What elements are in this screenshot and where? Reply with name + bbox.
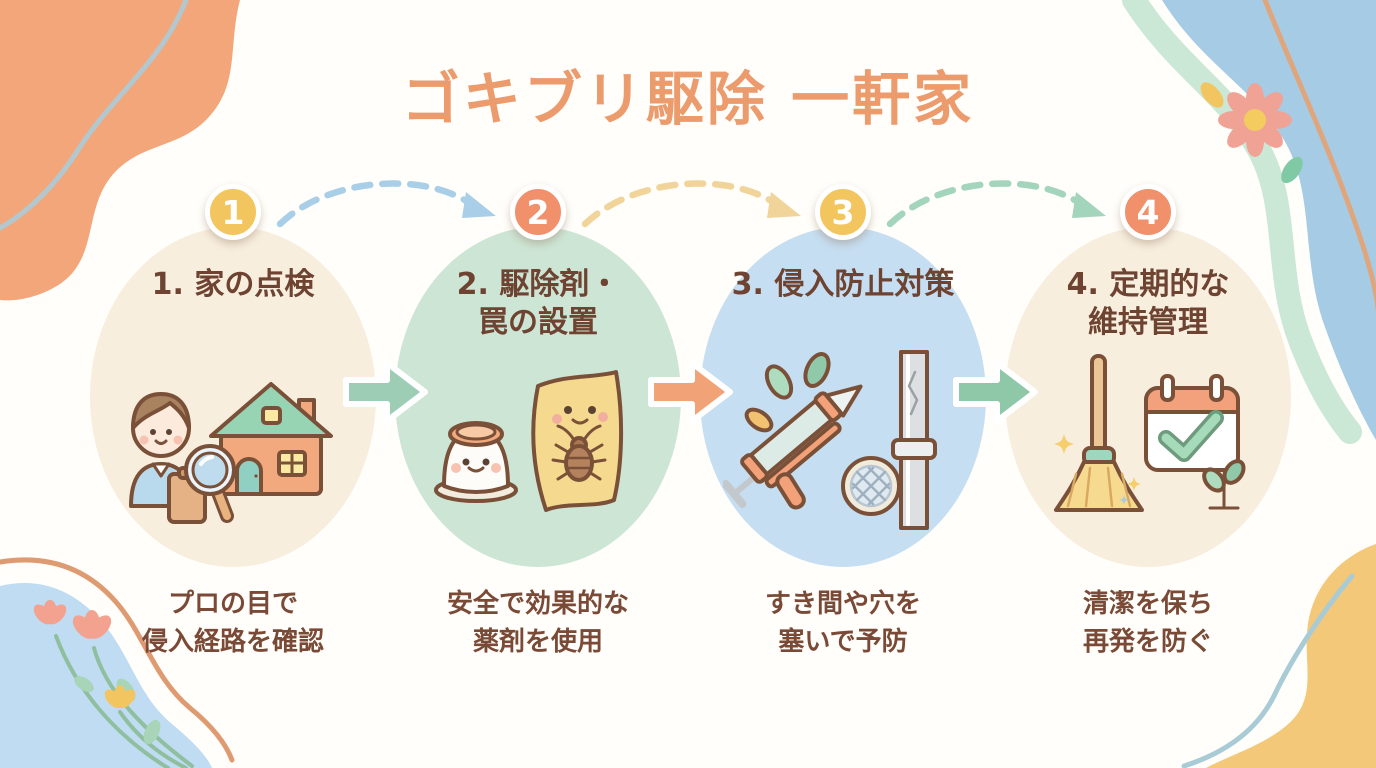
- step-number-2: 2: [526, 192, 550, 232]
- page-title: ゴキブリ駆除 一軒家: [401, 65, 975, 133]
- bait-and-trap-icon: [434, 370, 624, 512]
- corner-blob-top-right: [1122, 0, 1376, 444]
- broom-icon: [1054, 354, 1144, 512]
- step-title-4: 4. 定期的な 維持管理: [1066, 267, 1230, 340]
- sparkle-icon: [1054, 434, 1141, 505]
- step-badge-3: 3: [815, 184, 871, 240]
- sticky-trap-icon: [531, 370, 624, 512]
- step-title-1: 1. 家の点検: [151, 267, 315, 302]
- step-oval-1: [90, 227, 376, 567]
- flow-arrow-1: [343, 360, 428, 424]
- vent-mesh-icon: [841, 456, 901, 516]
- step-badge-1: 1: [205, 184, 261, 240]
- step-number-3: 3: [831, 192, 855, 232]
- cockroach-icon: [551, 424, 607, 482]
- leaves-icon: [744, 352, 831, 433]
- step-description-4: 清潔を保ち 再発を防ぐ: [1082, 589, 1213, 657]
- caulk-gun-icon: [723, 384, 863, 510]
- step-title-3: 3. 侵入防止対策: [731, 267, 955, 302]
- flower-bunch-icon: [33, 599, 194, 768]
- daisy-flower-icon: [1218, 83, 1292, 157]
- step-number-4: 4: [1136, 192, 1160, 232]
- plant-icon: [1202, 459, 1246, 510]
- inspector-icon: [129, 392, 207, 524]
- broom-and-calendar-icon: [1054, 354, 1246, 512]
- leaf-icon: [1281, 156, 1303, 184]
- dashed-arc-3-4: [886, 180, 1106, 228]
- calendar-icon: [1144, 374, 1240, 472]
- step-column-3: 3 3. 侵入防止対策: [700, 0, 986, 768]
- step-description-3: すき間や穴を 塞いで予防: [764, 589, 921, 657]
- pipe-icon: [891, 350, 937, 530]
- corner-blob-bottom-left: [0, 557, 235, 768]
- step-column-4: 4 4. 定期的な 維持管理: [1005, 0, 1291, 768]
- caulk-gun-pipe-icon: [723, 350, 937, 530]
- house-icon: [209, 382, 333, 496]
- step-description-1: プロの目で 侵入経路を確認: [141, 589, 324, 657]
- dashed-arc-2-3: [581, 180, 801, 228]
- house-inspection-icon: [129, 382, 333, 524]
- step-description-2: 安全で効果的な 薬剤を使用: [446, 589, 629, 657]
- corner-blob-bottom-right: [1181, 544, 1376, 768]
- corner-blob-top-left: [0, 0, 240, 301]
- leaf-icon: [1200, 82, 1224, 108]
- dashed-arc-1-2: [276, 180, 496, 228]
- step-badge-4: 4: [1120, 184, 1176, 240]
- bait-station-icon: [434, 421, 518, 503]
- step-column-1: 1 1. 家の点検: [90, 0, 376, 768]
- magnifier-icon: [184, 444, 236, 523]
- step-number-1: 1: [221, 192, 245, 232]
- flow-arrow-3: [953, 360, 1038, 424]
- step-column-2: 2 2. 駆除剤・ 罠の設置: [395, 0, 681, 768]
- step-badge-2: 2: [510, 184, 566, 240]
- step-title-2: 2. 駆除剤・ 罠の設置: [456, 267, 620, 340]
- flow-arrow-2: [648, 360, 733, 424]
